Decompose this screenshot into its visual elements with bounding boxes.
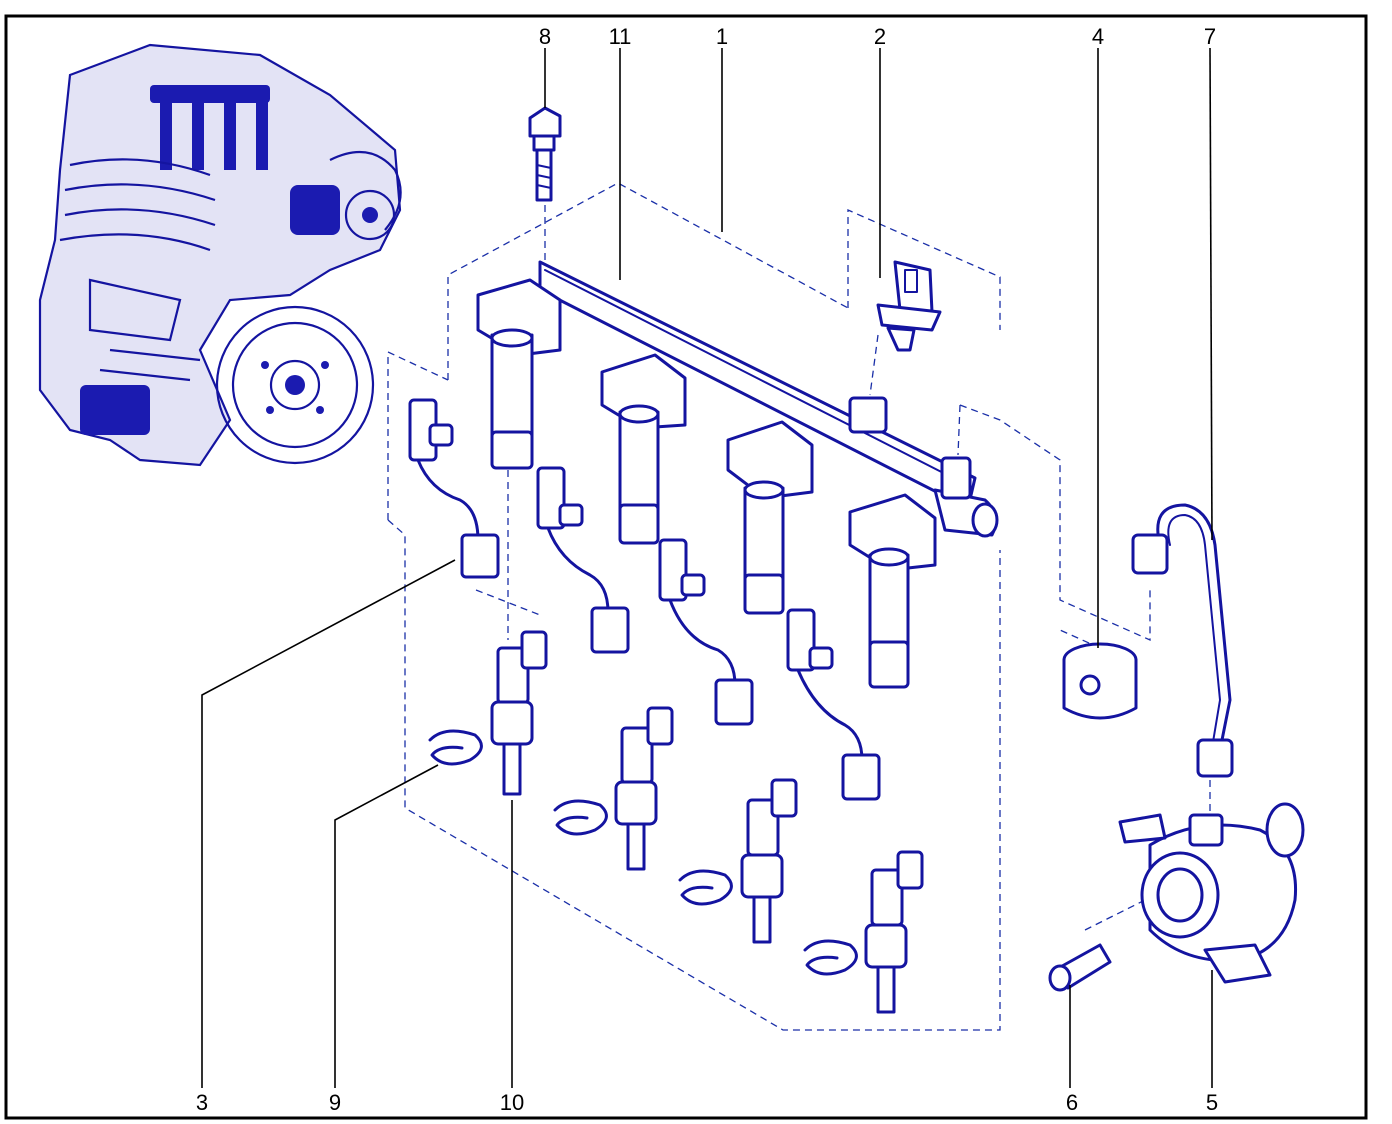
injector-harness-3 [658, 538, 754, 726]
injector-harness-1 [408, 398, 500, 579]
rail-cup-2 [600, 353, 687, 545]
callout-10: 10 [500, 1090, 524, 1115]
callout-7: 7 [1204, 24, 1216, 49]
fuel-injector-4 [864, 850, 924, 1014]
diagram-frame [4, 14, 1368, 1120]
callout-9: 9 [329, 1090, 341, 1115]
callout-2: 2 [874, 24, 886, 49]
callout-5: 5 [1206, 1090, 1218, 1115]
engine-overview-illustration [38, 43, 402, 467]
fuel-pump-part-5 [1118, 802, 1305, 984]
injector-harness-2 [536, 466, 630, 654]
sleeve-part-6 [1048, 943, 1112, 992]
callout-numbers: 8 11 1 2 4 7 3 9 10 6 5 [196, 24, 1218, 1115]
fuel-injector-1 [490, 630, 548, 796]
callout-8: 8 [539, 24, 551, 49]
callout-11: 11 [609, 24, 632, 49]
fuel-injector-2 [614, 706, 674, 871]
callout-6: 6 [1066, 1090, 1078, 1115]
pressure-sensor-part-2 [876, 260, 942, 352]
bolt-part-8 [528, 106, 562, 202]
retaining-clips [428, 729, 858, 976]
plug-part-4 [1062, 642, 1138, 720]
rail-cup-1 [476, 278, 562, 470]
rail-cup-3 [726, 420, 814, 615]
fuel-pipe-part-7 [1131, 503, 1234, 778]
fuel-rail-part-11 [476, 260, 999, 689]
callout-1: 1 [716, 24, 728, 49]
callout-3: 3 [196, 1090, 208, 1115]
injector-harness-4 [786, 608, 881, 801]
fuel-injector-3 [740, 778, 798, 944]
rail-cup-4 [848, 493, 937, 689]
callout-4: 4 [1092, 24, 1104, 49]
leader-lines [201, 47, 1213, 1088]
